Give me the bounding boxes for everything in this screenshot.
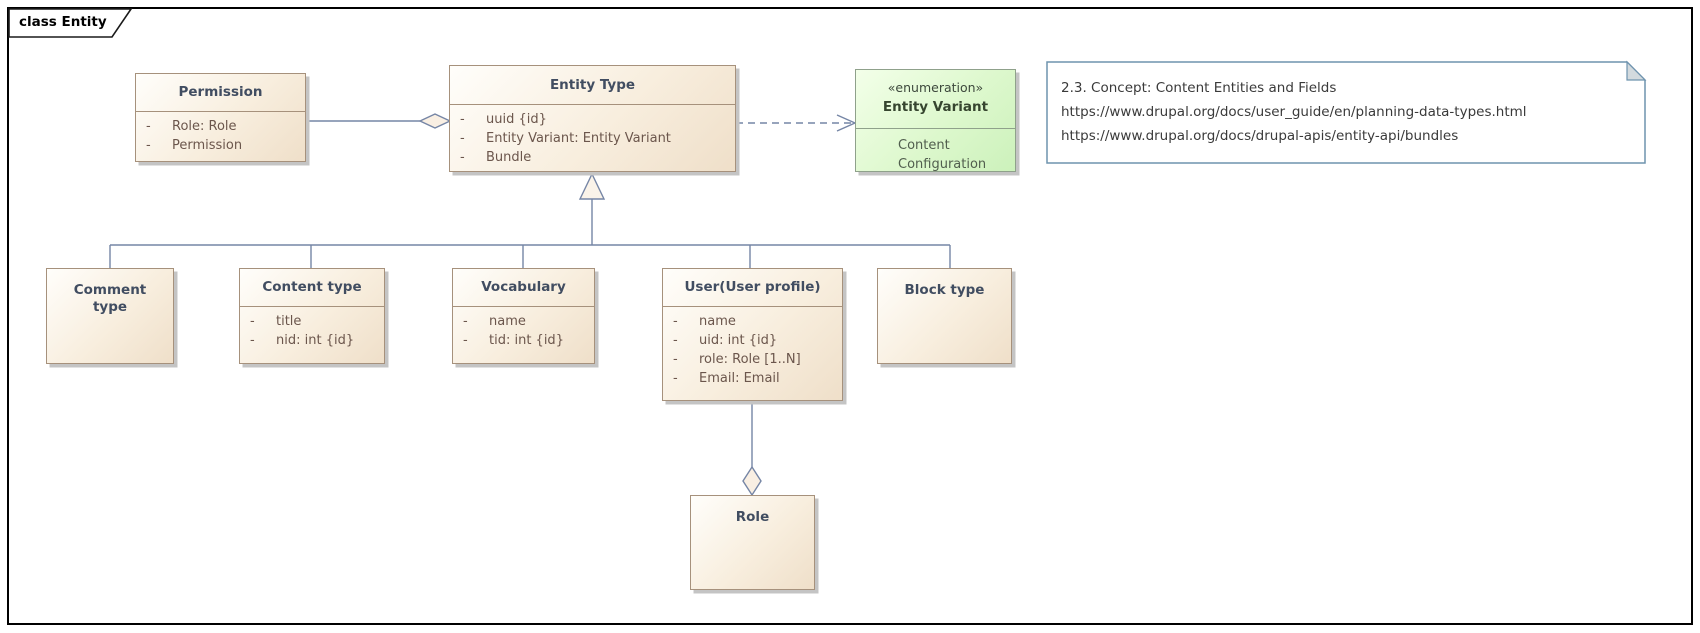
aggregation-connector-permission-entitytype[interactable]: [306, 113, 452, 129]
class-title: Block type: [904, 282, 985, 298]
attribute-compartment: - uuid {id} - Entity Variant: Entity Var…: [450, 104, 735, 167]
class-box-permission[interactable]: Permission - Role: Role - Permission: [135, 73, 306, 162]
note-dogear-icon: [1626, 60, 1647, 81]
class-title: Content type: [262, 279, 362, 295]
visibility-marker: -: [250, 314, 255, 329]
class-title: Vocabulary: [481, 279, 566, 295]
note-line: 2.3. Concept: Content Entities and Field…: [1061, 80, 1337, 96]
enumeration-title: Entity Variant: [882, 99, 989, 115]
class-box-content-type[interactable]: Content type - title - nid: int {id}: [239, 268, 385, 364]
attribute-compartment: - Role: Role - Permission: [136, 111, 305, 155]
attribute-compartment: - title - nid: int {id}: [240, 306, 384, 350]
attribute-text: name: [489, 314, 526, 329]
visibility-marker: -: [146, 138, 151, 153]
note-line: https://www.drupal.org/docs/drupal-apis/…: [1061, 128, 1459, 144]
dependency-arrowhead-icon: [836, 114, 856, 132]
class-box-comment-type[interactable]: Comment type: [46, 268, 174, 364]
class-box-block-type[interactable]: Block type: [877, 268, 1012, 364]
attribute-row: - Email: Email: [663, 369, 838, 388]
attribute-text: Bundle: [486, 150, 532, 165]
note-content: 2.3. Concept: Content Entities and Field…: [1061, 76, 1631, 148]
dependency-connector-entitytype-entityvariant[interactable]: [736, 114, 856, 132]
note-line: https://www.drupal.org/docs/user_guide/e…: [1061, 104, 1527, 120]
attribute-text: Role: Role: [172, 119, 237, 134]
enumeration-header: «enumeration» Entity Variant: [856, 70, 1015, 128]
generalization-tree-connector[interactable]: [109, 172, 951, 268]
enumeration-box-entity-variant[interactable]: «enumeration» Entity Variant Content Con…: [855, 69, 1016, 172]
class-title: Permission: [178, 84, 263, 100]
attribute-text: Entity Variant: Entity Variant: [486, 131, 671, 146]
class-box-role[interactable]: Role: [690, 495, 815, 590]
visibility-marker: -: [146, 119, 151, 134]
enum-literal: Content: [898, 138, 950, 153]
class-title: Comment type: [73, 282, 147, 315]
attribute-row: - title: [240, 312, 380, 331]
visibility-marker: -: [673, 333, 678, 348]
attribute-text: title: [276, 314, 302, 329]
attribute-row: - tid: int {id}: [453, 331, 590, 350]
attribute-text: Permission: [172, 138, 243, 153]
attribute-row: - Permission: [136, 136, 301, 155]
attribute-row: - uuid {id}: [450, 110, 731, 129]
frame-label-tab: [8, 8, 133, 38]
visibility-marker: -: [463, 314, 468, 329]
attribute-row: - name: [453, 312, 590, 331]
visibility-marker: -: [673, 352, 678, 367]
attribute-row: - nid: int {id}: [240, 331, 380, 350]
attribute-text: tid: int {id}: [489, 333, 564, 348]
attribute-text: nid: int {id}: [276, 333, 355, 348]
stereotype-label: «enumeration»: [887, 80, 984, 95]
aggregation-connector-user-role[interactable]: [742, 401, 762, 497]
attribute-compartment: - name - tid: int {id}: [453, 306, 594, 350]
attribute-row: - Bundle: [450, 148, 731, 167]
class-box-vocabulary[interactable]: Vocabulary - name - tid: int {id}: [452, 268, 595, 364]
enum-literal: Configuration: [898, 157, 987, 172]
visibility-marker: -: [673, 314, 678, 329]
frame-label: class Entity: [19, 14, 107, 30]
class-title: User(User profile): [684, 279, 821, 295]
visibility-marker: -: [463, 333, 468, 348]
attribute-row: - Entity Variant: Entity Variant: [450, 129, 731, 148]
class-box-entity-type[interactable]: Entity Type - uuid {id} - Entity Variant…: [449, 65, 736, 172]
attribute-row: - name: [663, 312, 838, 331]
visibility-marker: -: [250, 333, 255, 348]
attribute-text: uid: int {id}: [699, 333, 778, 348]
note-shape[interactable]: [1046, 60, 1647, 164]
class-title: Role: [735, 509, 770, 525]
attribute-text: Email: Email: [699, 371, 780, 386]
class-title: Entity Type: [549, 76, 636, 93]
attribute-row: - Role: Role: [136, 117, 301, 136]
visibility-marker: -: [460, 112, 465, 127]
visibility-marker: -: [673, 371, 678, 386]
visibility-marker: -: [460, 150, 465, 165]
class-box-user[interactable]: User(User profile) - name - uid: int {id…: [662, 268, 843, 401]
attribute-text: name: [699, 314, 736, 329]
attribute-row: - role: Role [1..N]: [663, 350, 838, 369]
attribute-text: role: Role [1..N]: [699, 352, 801, 367]
attribute-row: - uid: int {id}: [663, 331, 838, 350]
diagram-frame-border: [7, 7, 1693, 625]
literal-compartment: Content Configuration: [856, 128, 1015, 174]
visibility-marker: -: [460, 131, 465, 146]
attribute-compartment: - name - uid: int {id} - role: Role [1..…: [663, 306, 842, 388]
attribute-text: uuid {id}: [486, 112, 547, 127]
